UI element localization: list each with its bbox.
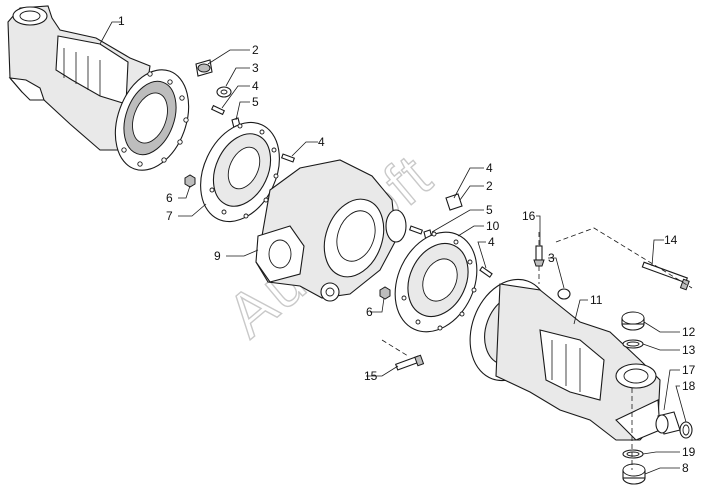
callout-1: 1 [118, 14, 125, 28]
ring-3-left [216, 86, 232, 98]
pin-4-right [479, 266, 493, 278]
bearing-cup-8 [622, 463, 646, 485]
callout-2: 2 [252, 43, 259, 57]
callout-18: 18 [682, 379, 696, 393]
seal-19 [622, 449, 644, 459]
callout-4: 4 [486, 161, 493, 175]
callout-11: 11 [590, 293, 603, 307]
callout-17: 17 [682, 363, 696, 377]
callout-9: 9 [214, 249, 221, 263]
callout-7: 7 [166, 209, 173, 223]
callout-4: 4 [252, 79, 259, 93]
callout-4: 4 [318, 135, 325, 149]
ring-3-right [557, 288, 571, 300]
callout-19: 19 [682, 445, 696, 459]
fitting-16 [533, 245, 545, 267]
callout-labels: 1 2 3 4 5 4 6 7 9 4 2 5 10 4 16 3 14 11 … [118, 14, 696, 475]
plug-2-left [195, 59, 213, 77]
callout-6: 6 [166, 191, 173, 205]
left-axle-housing [7, 5, 190, 171]
callout-6: 6 [366, 305, 373, 319]
pin-4-right-top [408, 225, 424, 235]
differential-carrier [255, 159, 407, 302]
pin-4-left [210, 104, 226, 116]
seal-13 [622, 339, 644, 349]
callout-15: 15 [364, 369, 378, 383]
callout-16: 16 [522, 209, 536, 223]
callout-3: 3 [252, 61, 259, 75]
callout-5: 5 [486, 203, 493, 217]
right-axle-housing [469, 278, 661, 441]
ring-18 [679, 421, 693, 439]
callout-8: 8 [682, 461, 689, 475]
bolt-6-right [379, 286, 391, 300]
callout-5: 5 [252, 95, 259, 109]
bolt-6-left [184, 174, 196, 188]
bolt-15 [394, 354, 425, 371]
callout-2: 2 [486, 179, 493, 193]
callout-13: 13 [682, 343, 696, 357]
left-cover-ring [200, 121, 280, 223]
callout-14: 14 [664, 233, 678, 247]
bolt-14 [641, 261, 690, 291]
pin-4-mid [280, 153, 296, 163]
callout-12: 12 [682, 325, 696, 339]
right-cover-ring [394, 231, 478, 333]
callout-3: 3 [548, 251, 555, 265]
callout-4: 4 [488, 235, 495, 249]
leader-lines [99, 21, 687, 475]
plug-2-right [445, 193, 463, 211]
callout-10: 10 [486, 219, 500, 233]
bearing-cup-12 [621, 311, 645, 331]
bushing-17 [655, 411, 681, 435]
